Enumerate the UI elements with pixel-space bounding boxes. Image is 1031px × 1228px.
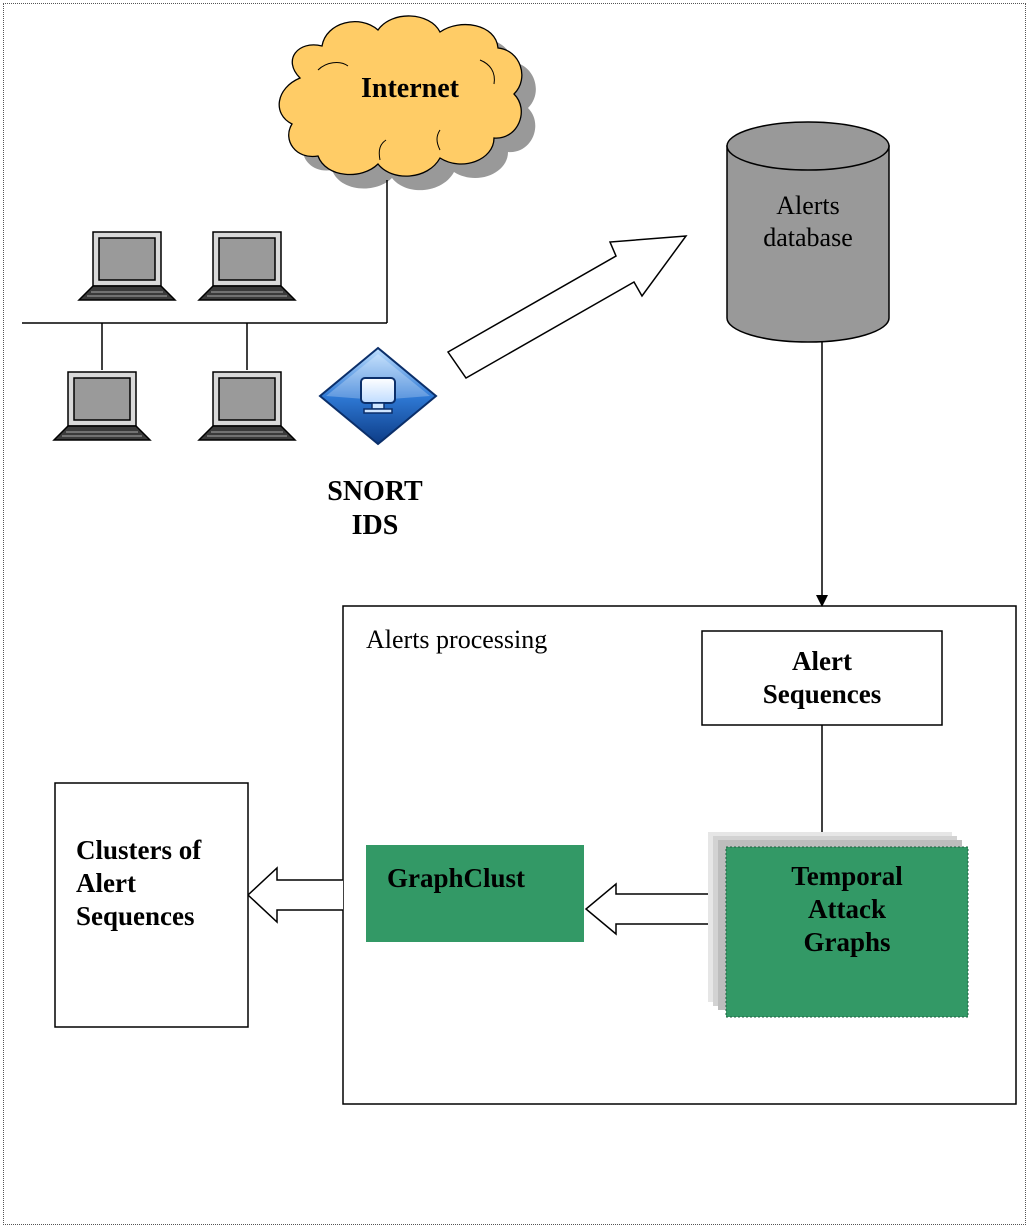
- cloud-icon: [278, 15, 536, 191]
- database-label-line2: database: [763, 222, 853, 252]
- clusters-line2: Alert: [76, 867, 136, 898]
- database-icon: [726, 121, 890, 343]
- temporal-graphs-line2: Attack: [808, 893, 886, 924]
- temporal-graphs-line1: Temporal: [791, 861, 903, 891]
- temporal-graphs-line3: Graphs: [803, 926, 891, 957]
- hollow-arrow-to-database: [446, 235, 688, 379]
- database-label-line1: Alerts: [776, 191, 840, 220]
- clusters-line3: Sequences: [76, 900, 195, 931]
- laptop-icon: [78, 231, 176, 301]
- laptop-icon: [198, 371, 296, 441]
- alert-sequences-line1: Alert: [792, 646, 852, 676]
- alerts-processing-box: [342, 605, 1017, 1105]
- internet-label: Internet: [361, 73, 459, 104]
- network-lines: [22, 180, 388, 370]
- ids-label: SNORT IDS: [300, 475, 450, 543]
- temporal-graphs-label: Temporal Attack Graphs: [726, 860, 968, 959]
- clusters-box: [54, 782, 249, 1028]
- alerts-processing-title: Alerts processing: [366, 625, 548, 654]
- laptop-icon: [198, 231, 296, 301]
- ids-icon: [318, 346, 438, 446]
- ids-label-line1: SNORT: [327, 476, 423, 507]
- database-label: Alerts database: [727, 190, 889, 253]
- laptop-icon: [53, 371, 151, 441]
- graphclust-box: [366, 845, 584, 942]
- hollow-arrow-to-graphclust: [584, 882, 708, 936]
- alert-sequences-line2: Sequences: [762, 678, 882, 709]
- page-border: [3, 3, 1026, 1225]
- temporal-graphs-stack: [708, 832, 969, 1018]
- alert-sequences-box: [701, 630, 943, 726]
- hollow-arrow-to-clusters: [246, 866, 343, 924]
- clusters-label: Clusters of Alert Sequences: [62, 834, 242, 933]
- ids-label-line2: IDS: [351, 510, 399, 542]
- clusters-line1: Clusters of: [76, 835, 202, 865]
- graphclust-label: GraphClust: [386, 863, 526, 893]
- alert-sequences-label: Alert Sequences: [702, 645, 942, 711]
